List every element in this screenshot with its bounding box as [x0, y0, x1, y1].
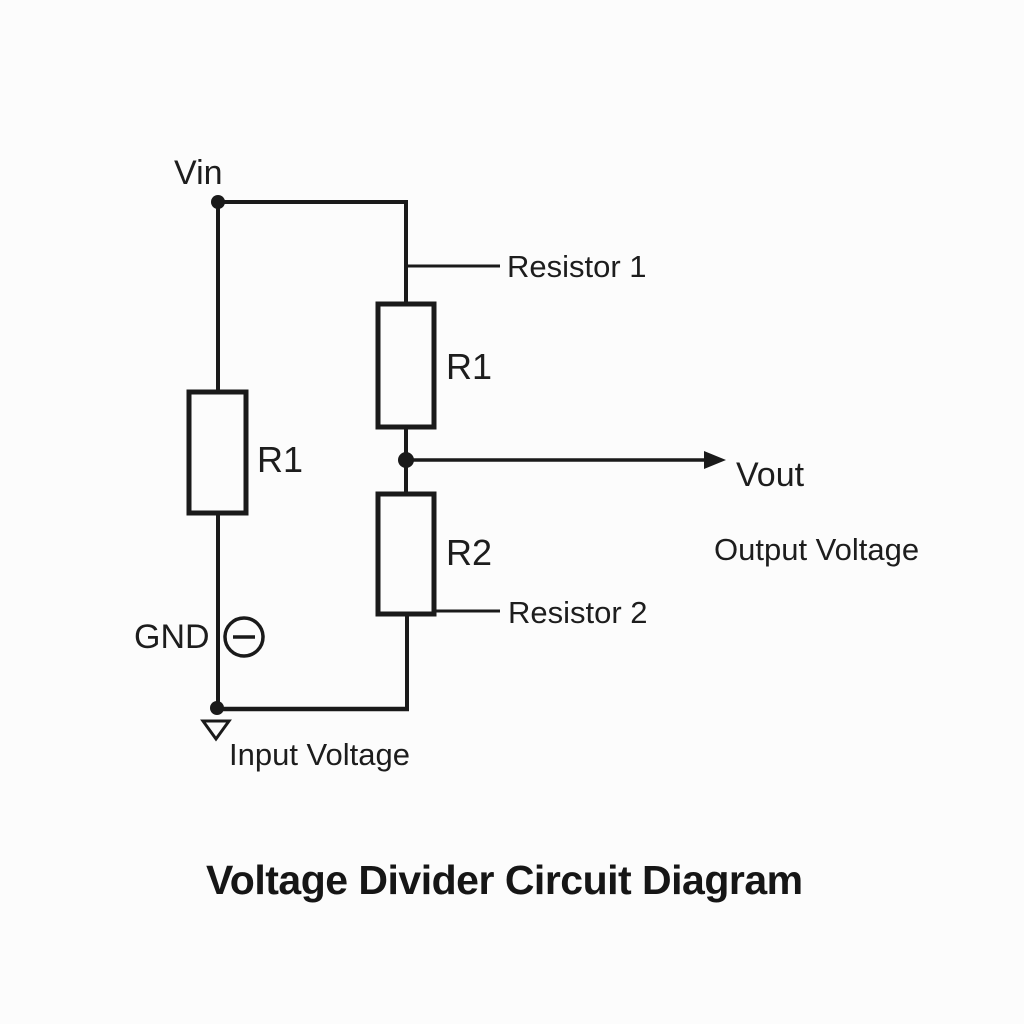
gnd-node-dot: [210, 701, 224, 715]
resistor1-callout-label: Resistor 1: [507, 249, 647, 284]
vin-label: Vin: [174, 154, 223, 192]
negative-terminal-icon: [223, 616, 265, 658]
input-voltage-label: Input Voltage: [229, 737, 410, 772]
resistor2-value-label: R2: [446, 532, 493, 573]
resistor1-value-label: R1: [446, 346, 493, 387]
vout-label: Vout: [736, 456, 805, 494]
resistor1-body: [375, 301, 437, 430]
vin-node-dot: [211, 195, 225, 209]
output-voltage-label: Output Voltage: [714, 532, 920, 567]
left-resistor-value-label: R1: [257, 439, 304, 480]
resistor2-body: [375, 491, 437, 617]
diagram-title: Voltage Divider Circuit Diagram: [206, 857, 803, 903]
vout-node-dot: [398, 452, 414, 468]
left-resistor-body: [186, 389, 249, 516]
gnd-label: GND: [134, 618, 210, 656]
vout-arrowhead: [704, 451, 726, 469]
ground-symbol-icon: [200, 719, 232, 742]
resistor2-callout-label: Resistor 2: [508, 595, 648, 630]
